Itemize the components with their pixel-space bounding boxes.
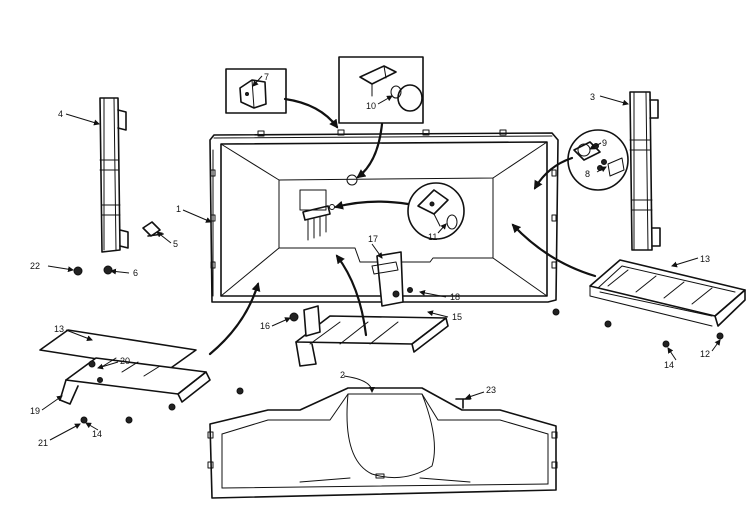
inset-clip-7: [225, 68, 287, 114]
label-9: 9: [602, 138, 607, 148]
inset-clip-8-9: [567, 129, 629, 191]
side-rail-4: [99, 97, 129, 253]
base-bracket-13-right: [589, 259, 746, 327]
cabinet-frame: [209, 129, 559, 307]
label-10: 10: [366, 101, 376, 111]
label-8: 8: [585, 169, 590, 179]
inset-clip-10: [338, 56, 424, 124]
label-15: 15: [452, 312, 462, 322]
label-14-left: 14: [92, 429, 102, 439]
label-2: 2: [340, 370, 345, 380]
label-13-right: 13: [700, 254, 710, 264]
label-21: 21: [38, 438, 48, 448]
base-2: [207, 387, 558, 499]
label-22: 22: [30, 261, 40, 271]
label-20: 20: [120, 356, 130, 366]
label-17: 17: [368, 234, 378, 244]
label-13-left: 13: [54, 324, 64, 334]
label-14-right: 14: [664, 360, 674, 370]
label-23: 23: [486, 385, 496, 395]
label-7: 7: [264, 72, 269, 82]
center-bracket-15: [295, 305, 449, 367]
label-3: 3: [590, 92, 595, 102]
part-labels: 4 3 1 7 10 11 9 8 5 6 22 13 13 17 18 15 …: [30, 72, 710, 448]
side-rail-3: [629, 91, 661, 251]
assembly-arrows: [208, 97, 597, 356]
label-18: 18: [450, 292, 460, 302]
label-5: 5: [173, 239, 178, 249]
label-4: 4: [58, 109, 63, 119]
label-19: 19: [30, 406, 40, 416]
inset-clip-11: [407, 182, 465, 240]
label-12: 12: [700, 349, 710, 359]
label-1: 1: [176, 204, 181, 214]
label-11: 11: [428, 232, 437, 242]
base-bracket-13-left: [39, 329, 211, 405]
leader-lines: [41, 75, 721, 441]
label-16: 16: [260, 321, 270, 331]
label-6: 6: [133, 268, 138, 278]
bracket-17: [371, 251, 413, 307]
